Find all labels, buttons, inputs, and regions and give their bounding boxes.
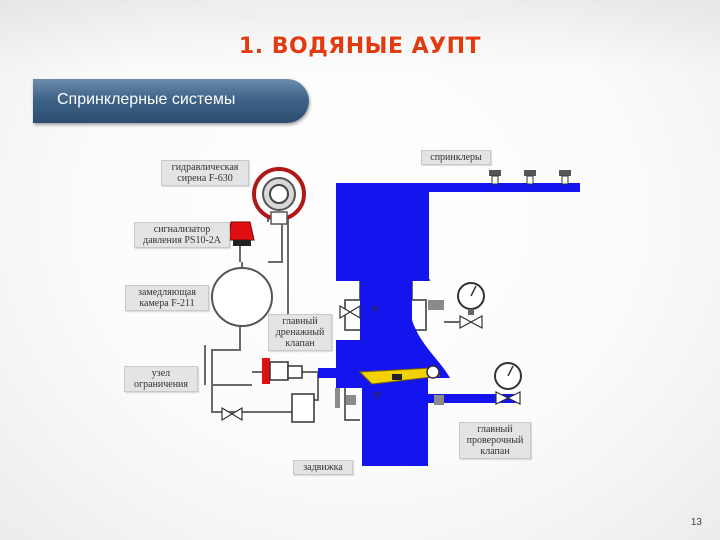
pressure-gauge-lower-icon (494, 362, 522, 405)
header-shade (0, 0, 720, 70)
label-restriction-unit: узел ограничения (124, 366, 198, 392)
label-gate-valve: задвижка (293, 460, 353, 475)
page-number: 13 (690, 517, 702, 528)
flow-arrow-icons (370, 306, 382, 400)
hydraulic-siren-icon (252, 167, 306, 225)
label-pressure-switch: сигнализатор давления PS10-2A (134, 222, 230, 248)
sprinkler-heads (489, 170, 571, 185)
label-sprinklers: спринклеры (421, 150, 491, 165)
pressure-gauge-upper-icon (444, 282, 485, 330)
water-riser (318, 183, 580, 466)
slide-title: 1. ВОДЯНЫЕ АУПТ (238, 34, 482, 59)
drain-valve-icon (262, 358, 303, 384)
valve-flanges (335, 300, 444, 408)
pressure-switch-icon (227, 221, 255, 246)
label-main-drain-valve: главный дренажный клапан (268, 314, 332, 351)
label-hydraulic-siren: гидравлическая сирена F-630 (161, 160, 249, 186)
side-valve-symbol (339, 304, 361, 320)
label-retard-chamber: замедляющая камера F-211 (125, 285, 209, 311)
gate-valve-symbol (221, 406, 243, 422)
valve-clapper-icon (358, 365, 442, 385)
retard-chamber-icon (211, 267, 273, 327)
sprinkler-head-icon (559, 170, 571, 185)
sprinkler-head-icon (489, 170, 501, 185)
label-main-test-valve: главный проверочный клапан (459, 422, 531, 459)
subtitle-banner: Спринклерные системы (33, 79, 309, 123)
subtitle-text: Спринклерные системы (57, 91, 236, 108)
sprinkler-head-icon (524, 170, 536, 185)
check-valve-icon (291, 393, 315, 423)
